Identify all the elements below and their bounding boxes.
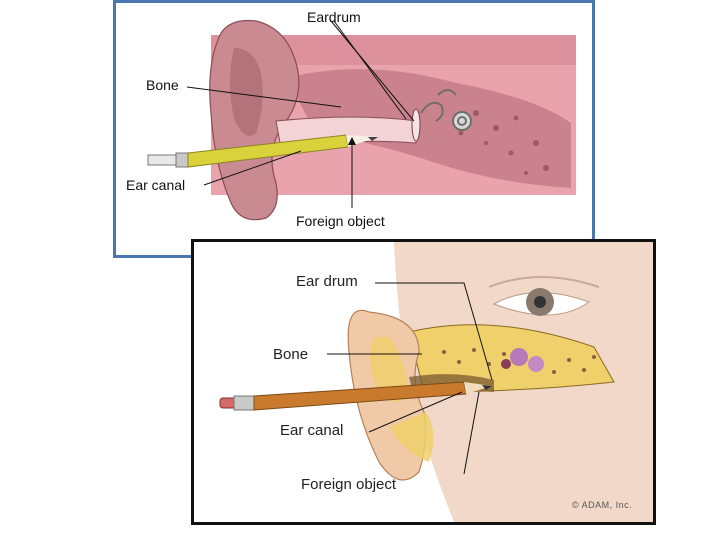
bottom-ear-diagram: Ear drum Bone Ear canal Foreign object ©… bbox=[191, 239, 656, 525]
label-ear-drum: Ear drum bbox=[296, 273, 358, 290]
label-bone: Bone bbox=[273, 346, 308, 363]
label-ear-canal: Ear canal bbox=[280, 422, 343, 439]
pencil-eraser bbox=[148, 155, 178, 165]
eardrum bbox=[412, 109, 420, 141]
label-foreign-object: Foreign object bbox=[301, 476, 396, 493]
copyright-text: © ADAM, Inc. bbox=[572, 500, 632, 510]
label-eardrum: Eardrum bbox=[307, 9, 361, 25]
top-ear-diagram: Eardrum Bone Ear canal Foreign object bbox=[113, 0, 595, 258]
label-bone: Bone bbox=[146, 77, 179, 93]
bottom-ear-illustration bbox=[194, 242, 653, 522]
label-foreign-object: Foreign object bbox=[296, 213, 385, 229]
label-ear-canal: Ear canal bbox=[126, 177, 185, 193]
